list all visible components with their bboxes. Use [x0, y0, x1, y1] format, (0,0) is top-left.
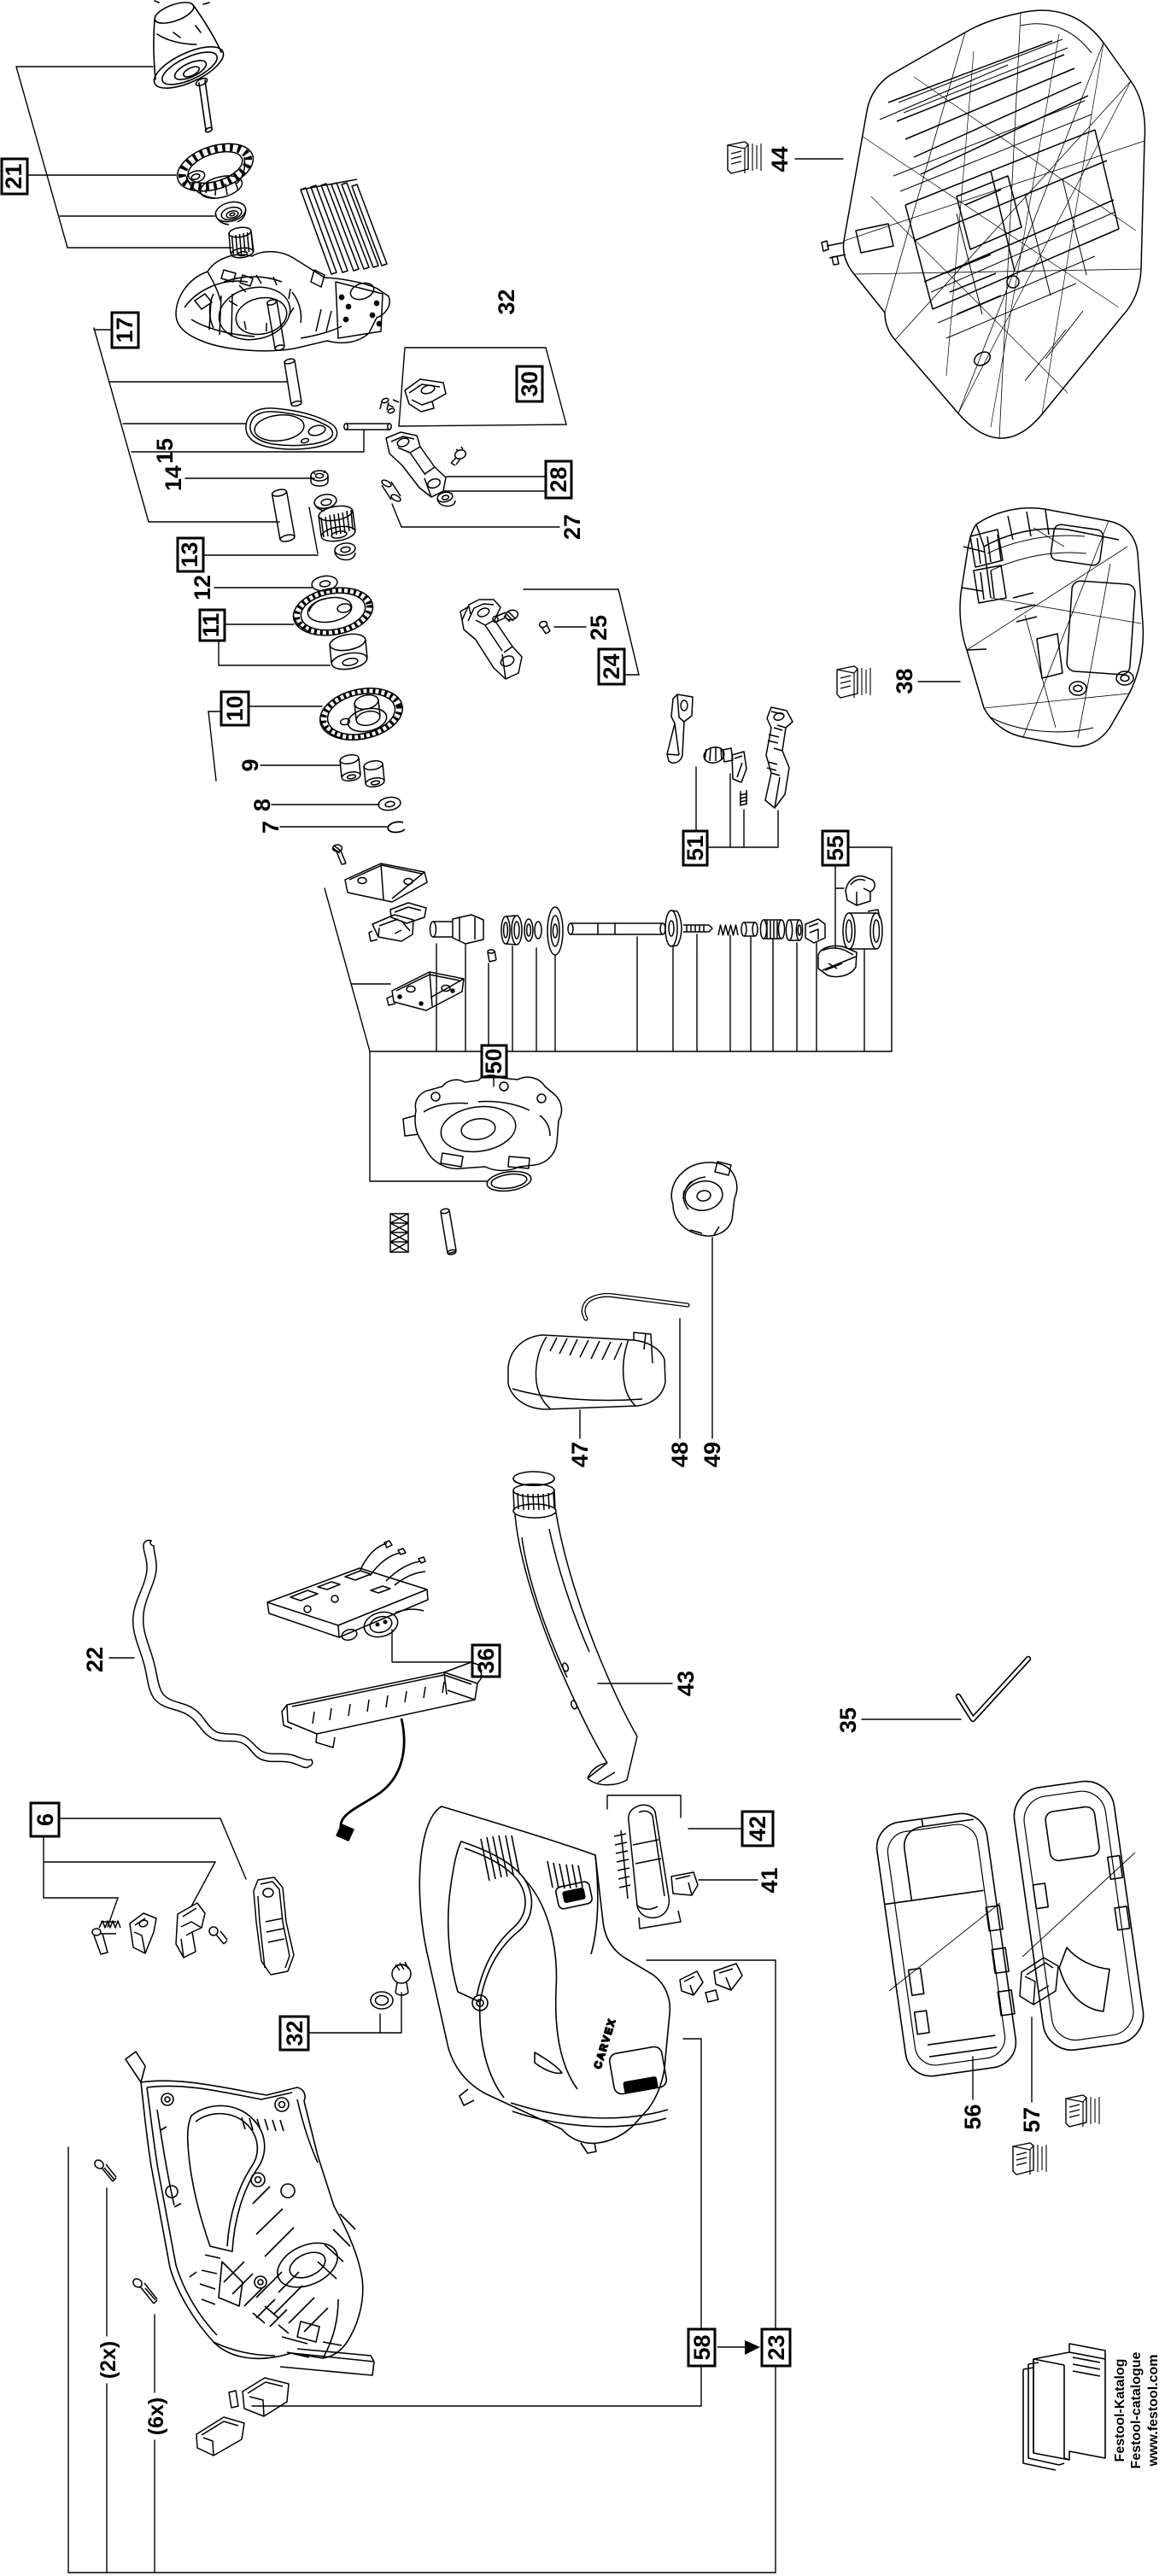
svg-text:49: 49 — [700, 1442, 725, 1467]
svg-text:Festool-Katalog: Festool-Katalog — [1113, 2359, 1127, 2462]
svg-text:36: 36 — [473, 1648, 499, 1673]
svg-text:55: 55 — [823, 835, 848, 861]
svg-text:www.festool.com: www.festool.com — [1146, 2355, 1161, 2468]
svg-text:56: 56 — [960, 2104, 986, 2129]
svg-text:Festool-catalogue: Festool-catalogue — [1129, 2351, 1144, 2468]
svg-text:57: 57 — [1019, 2107, 1045, 2133]
svg-text:(2x): (2x) — [97, 2341, 120, 2379]
svg-text:28: 28 — [546, 466, 571, 492]
svg-text:11: 11 — [198, 613, 224, 638]
svg-text:6: 6 — [32, 1813, 58, 1826]
svg-text:58: 58 — [689, 2334, 715, 2360]
svg-text:21: 21 — [1, 163, 26, 189]
svg-text:48: 48 — [667, 1442, 693, 1467]
svg-text:17: 17 — [112, 317, 138, 342]
svg-text:12: 12 — [190, 575, 215, 600]
svg-text:(6x): (6x) — [144, 2397, 168, 2435]
svg-text:51: 51 — [682, 835, 708, 861]
svg-text:42: 42 — [745, 1816, 770, 1841]
svg-text:8: 8 — [249, 799, 275, 811]
svg-text:30: 30 — [517, 371, 542, 396]
svg-text:15: 15 — [152, 438, 178, 464]
svg-text:43: 43 — [673, 1671, 699, 1696]
svg-text:23: 23 — [764, 2334, 789, 2360]
svg-text:41: 41 — [757, 1867, 782, 1893]
svg-text:32: 32 — [494, 289, 519, 314]
svg-text:50: 50 — [481, 1048, 506, 1074]
svg-text:9: 9 — [237, 758, 263, 771]
svg-text:24: 24 — [599, 653, 624, 679]
svg-text:38: 38 — [892, 668, 917, 694]
svg-text:35: 35 — [835, 1707, 861, 1733]
svg-text:32: 32 — [282, 2020, 307, 2046]
svg-text:13: 13 — [177, 542, 202, 567]
svg-text:14: 14 — [161, 465, 186, 491]
svg-text:10: 10 — [222, 695, 248, 721]
svg-text:7: 7 — [258, 821, 284, 834]
svg-text:25: 25 — [586, 615, 612, 641]
svg-text:22: 22 — [82, 1647, 108, 1672]
svg-text:44: 44 — [767, 146, 793, 172]
svg-text:47: 47 — [567, 1442, 593, 1467]
svg-text:27: 27 — [559, 514, 585, 540]
